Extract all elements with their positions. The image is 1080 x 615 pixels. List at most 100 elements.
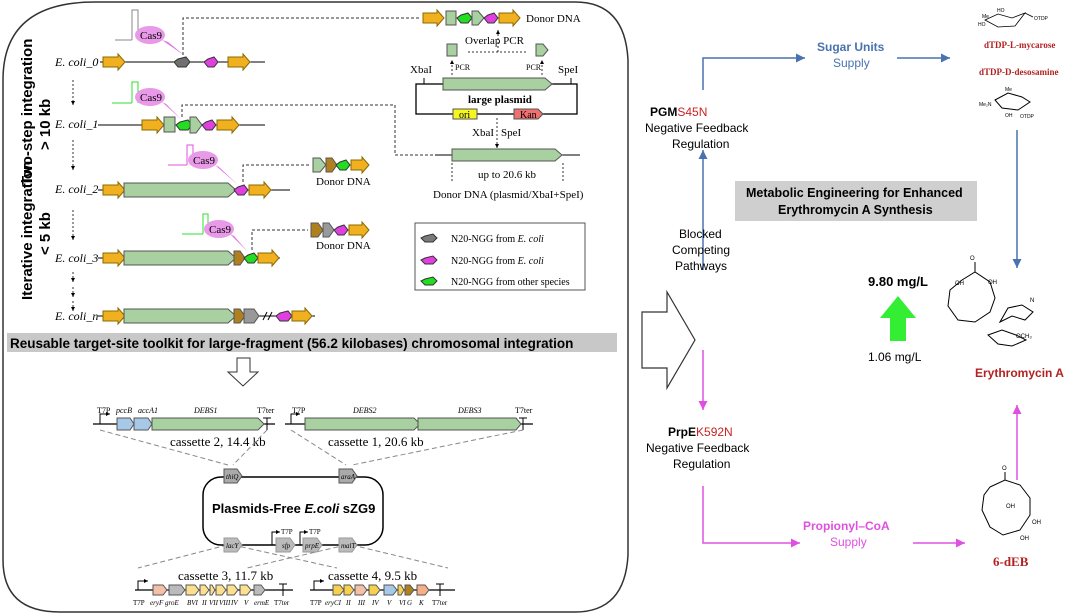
- svg-text:III: III: [357, 599, 366, 607]
- large-plasmid: XbaI SpeI large plasmid ori Kan: [410, 64, 579, 121]
- prpe-mutation: PrpEK592N: [668, 425, 733, 439]
- strain-label-0: E. coli_0: [54, 55, 98, 69]
- mycarose-structure: HO Me HO OTDP: [978, 8, 1049, 28]
- svg-text:VII: VII: [209, 599, 219, 607]
- svg-text:ermE: ermE: [254, 599, 270, 607]
- propionyl-coa-title: Propionyl–CoA: [803, 519, 890, 533]
- chassis-genome: thiQ araA lacY sfp prpE malT T7P T7P Pla…: [202, 468, 384, 553]
- svg-text:T7P: T7P: [133, 599, 145, 607]
- chromosome-ecoli-3: [98, 248, 280, 268]
- svg-text:thiQ: thiQ: [226, 473, 238, 481]
- svg-text:DEBS1: DEBS1: [193, 406, 218, 415]
- svg-text:IV: IV: [371, 599, 379, 607]
- svg-text:Donor DNA: Donor DNA: [526, 13, 581, 25]
- toolkit-banner-bg: [7, 333, 617, 352]
- svg-text:prpE: prpE: [304, 542, 320, 550]
- blocked-label-1: Blocked: [679, 227, 722, 241]
- chromosome-ecoli-n: [98, 306, 315, 326]
- pcr-fragment-right: [535, 43, 549, 57]
- svg-text:eryCI: eryCI: [325, 599, 342, 607]
- right-arrow: [641, 289, 696, 391]
- title-box: [735, 181, 977, 221]
- svg-text:HO: HO: [997, 8, 1005, 14]
- svg-text:O: O: [970, 256, 975, 262]
- pgm-regulation: Regulation: [672, 137, 729, 151]
- svg-text:pccB: pccB: [115, 406, 132, 415]
- pgm-mutation: PGMS45N: [650, 105, 707, 119]
- svg-text:T7ter: T7ter: [432, 599, 448, 607]
- svg-text:OH: OH: [988, 280, 997, 286]
- svg-text:HO: HO: [978, 22, 986, 28]
- sugar-units-title: Sugar Units: [817, 40, 885, 54]
- svg-text:N: N: [1030, 298, 1034, 304]
- svg-text:DEBS2: DEBS2: [352, 406, 377, 415]
- svg-text:T7P: T7P: [309, 528, 321, 536]
- svg-text:XbaI: XbaI: [410, 64, 432, 76]
- cassette-4: cassette 4, 9.5 kb T7P eryCI II III IV V…: [310, 568, 455, 607]
- svg-text:Donor DNA: Donor DNA: [316, 240, 371, 252]
- svg-text:BVI: BVI: [187, 599, 199, 607]
- svg-text:araA: araA: [341, 473, 356, 481]
- svg-text:T7ter: T7ter: [274, 599, 290, 607]
- desosamine-structure: Me Me₂N OH OTDP: [979, 87, 1035, 120]
- svg-text:Me: Me: [1005, 87, 1012, 93]
- svg-text:T7P: T7P: [281, 528, 293, 536]
- donor-dna-2: Donor DNA: [312, 155, 371, 188]
- svg-text:up to 20.6 kb: up to 20.6 kb: [478, 169, 537, 181]
- svg-text:Two-step integration: Two-step integration: [19, 39, 36, 185]
- svg-text:Kan: Kan: [520, 110, 537, 121]
- svg-text:Me: Me: [982, 14, 989, 20]
- chromosome-ecoli-2: [98, 180, 290, 200]
- svg-text:V: V: [244, 599, 249, 607]
- chromosome-ecoli-0: [100, 52, 265, 72]
- cassette-1: T7P DEBS2 DEBS3 T7ter cassette 1, 20.6 k…: [285, 406, 533, 449]
- svg-text:O: O: [1002, 466, 1007, 472]
- svg-text:G: G: [407, 599, 412, 607]
- donor-dna-top: Donor DNA: [422, 8, 581, 28]
- increase-arrow-icon: [880, 296, 916, 341]
- spei-label: SpeI: [501, 127, 522, 139]
- donor-dna-plasmid-fragment: up to 20.6 kb Donor DNA (plasmid/XbaI+Sp…: [433, 148, 584, 201]
- svg-text:T7ter: T7ter: [257, 406, 275, 415]
- svg-text:II: II: [345, 599, 351, 607]
- chromosome-ecoli-1: [98, 115, 265, 135]
- svg-text:accA1: accA1: [138, 406, 158, 415]
- svg-text:OH: OH: [1020, 536, 1029, 542]
- svg-text:cassette 2, 14.4 kb: cassette 2, 14.4 kb: [170, 434, 266, 449]
- svg-text:Iterative integration: Iterative integration: [19, 161, 36, 300]
- titer-high: 9.80 mg/L: [868, 274, 928, 289]
- cas9-complex-1: Cas9: [112, 81, 182, 120]
- pathway-lines: [698, 53, 1022, 548]
- blocked-label-2: Competing: [672, 243, 730, 257]
- svg-text:Donor DNA (plasmid/XbaI+SpeI): Donor DNA (plasmid/XbaI+SpeI): [433, 189, 584, 201]
- erythromycin-label: Erythromycin A: [975, 366, 1064, 380]
- iterative-label: Iterative integration < 5 kb: [19, 161, 54, 300]
- donor-connectors: [181, 17, 435, 250]
- svg-text:< 5 kb: < 5 kb: [37, 212, 54, 255]
- deb-structure: O OH OH OH: [981, 466, 1041, 542]
- svg-text:OH: OH: [955, 281, 964, 287]
- svg-text:cassette 3, 11.7 kb: cassette 3, 11.7 kb: [178, 568, 273, 583]
- donor-dna-3: Donor DNA: [310, 220, 371, 252]
- svg-text:OH: OH: [1032, 520, 1041, 526]
- svg-text:II: II: [201, 599, 207, 607]
- cas9-complex-3: Cas9: [182, 213, 248, 252]
- svg-text:groE: groE: [165, 599, 179, 607]
- titer-low: 1.06 mg/L: [868, 350, 922, 364]
- svg-text:cassette 4, 9.5 kb: cassette 4, 9.5 kb: [328, 568, 417, 583]
- two-step-label: Two-step integration > 10 kb: [19, 39, 54, 185]
- svg-text:Cas9: Cas9: [193, 155, 216, 167]
- svg-text:> 10 kb: > 10 kb: [37, 99, 54, 150]
- propionyl-supply: Supply: [830, 535, 867, 549]
- pgm-neg-feedback: Negative Feedback: [645, 121, 749, 135]
- toolkit-banner: Reusable target-site toolkit for large-f…: [10, 336, 573, 351]
- erythromycin-structure: O OH OH N OCH₃: [947, 256, 1034, 347]
- svg-text:N20-NGG from E. coli: N20-NGG from E. coli: [451, 256, 544, 267]
- legend: N20-NGG from E. coli N20-NGG from E. col…: [414, 222, 586, 291]
- svg-text:Donor DNA: Donor DNA: [316, 176, 371, 188]
- target-site-gray: [173, 56, 191, 68]
- strain-label-n: E. coli_n: [54, 309, 98, 323]
- cassette-3: cassette 3, 11.7 kb T7P eryF groE BVI II…: [133, 568, 293, 607]
- svg-text:N20-NGG from other species: N20-NGG from other species: [451, 277, 570, 288]
